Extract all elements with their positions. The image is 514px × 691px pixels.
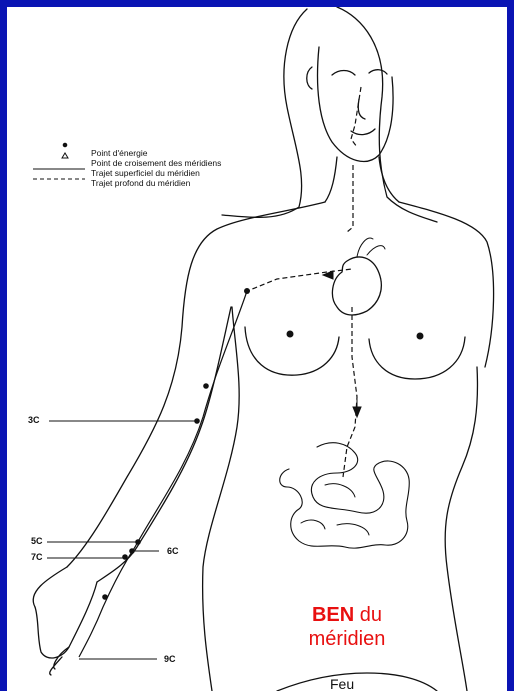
deep-path-down xyxy=(343,307,357,477)
title-rest: du xyxy=(354,604,382,626)
right-eye xyxy=(369,70,387,74)
meridian-illustration xyxy=(7,7,507,691)
legend-superficial-label: Trajet superficiel du méridien xyxy=(91,168,200,178)
subtitle-feu: Feu xyxy=(330,676,354,691)
legend-point-label: Point d'énergie xyxy=(91,148,147,158)
hand xyxy=(35,582,97,658)
left-eye xyxy=(332,71,355,76)
energy-point-wrist xyxy=(102,594,108,600)
hair-right xyxy=(337,7,437,222)
hair-outline xyxy=(222,9,307,217)
energy-point-arm-upper xyxy=(203,383,209,389)
mouth xyxy=(351,129,375,135)
left-shoulder xyxy=(67,202,325,567)
arm-outer xyxy=(97,307,231,582)
lower-outline xyxy=(277,673,437,691)
arm-inner xyxy=(33,567,67,607)
energy-point-7c xyxy=(122,554,128,560)
label-3c: 3C xyxy=(28,415,40,425)
legend-deep-label: Trajet profond du méridien xyxy=(91,178,190,188)
right-breast xyxy=(369,337,465,379)
energy-point-shoulder xyxy=(244,288,250,294)
neck-left xyxy=(325,157,337,202)
nipple-left xyxy=(287,331,294,338)
deep-path-shoulder xyxy=(245,269,352,292)
heart-vessels xyxy=(357,238,385,257)
torso-right xyxy=(445,367,477,691)
label-9c: 9C xyxy=(164,654,176,664)
title-line2: méridien xyxy=(309,628,386,650)
title-strong: BEN xyxy=(312,604,354,626)
deep-path-face xyxy=(351,87,361,147)
label-5c: 5C xyxy=(31,536,43,546)
label-7c: 7C xyxy=(31,552,43,562)
legend-crossing-label: Point de croisement des méridiens xyxy=(91,158,221,168)
right-shoulder xyxy=(399,202,494,367)
diagram-title: BEN du méridien xyxy=(277,603,417,651)
torso-left xyxy=(203,307,240,691)
neck-right xyxy=(379,157,399,202)
ear xyxy=(307,67,312,89)
nose xyxy=(358,99,365,119)
label-6c: 6C xyxy=(167,546,179,556)
deep-path-neck xyxy=(347,165,353,232)
intestines xyxy=(280,443,410,548)
legend-symbols xyxy=(33,143,85,179)
nipple-right xyxy=(417,333,424,340)
heart xyxy=(332,257,381,315)
diagram-frame: Point d'énergie Point de croisement des … xyxy=(7,7,507,691)
